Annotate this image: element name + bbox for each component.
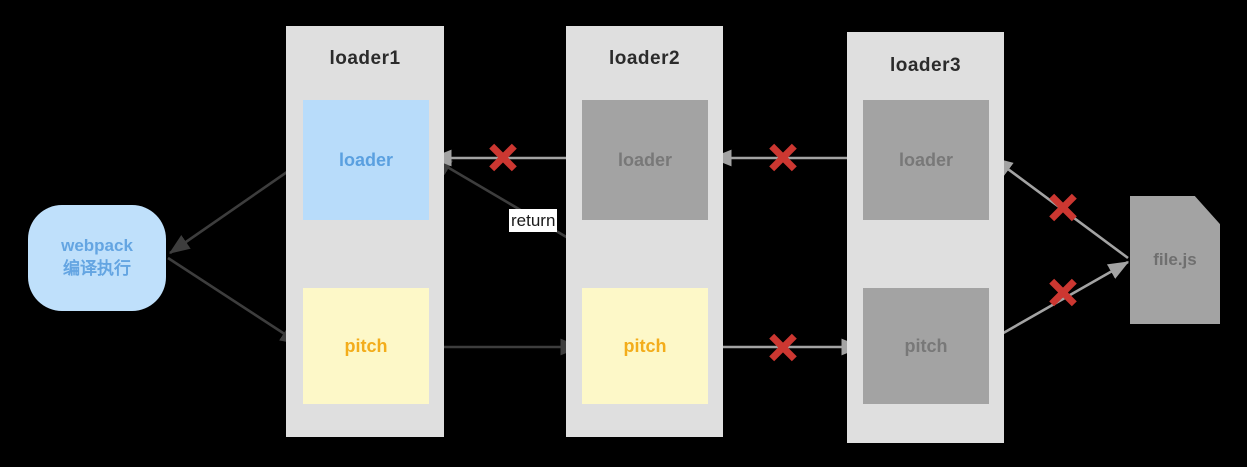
phase-box-loader3-pitch[interactable]: pitch bbox=[863, 288, 989, 404]
x-mark-loader2-to-loader1 bbox=[486, 140, 520, 174]
connector-loader3-pitch-to-file bbox=[990, 260, 1130, 342]
return-label: return bbox=[509, 209, 558, 233]
phase-box-loader2-pitch[interactable]: pitch bbox=[582, 288, 708, 404]
connector-webpack-to-loader1-pitch bbox=[167, 256, 302, 346]
webpack-node-line2: 编译执行 bbox=[63, 259, 131, 278]
connector-loader1-loader-to-webpack bbox=[168, 161, 301, 255]
file-node[interactable]: file.js bbox=[1130, 196, 1220, 324]
column-title-loader1: loader1 bbox=[329, 48, 401, 69]
x-mark-file-to-loader3-loader bbox=[1046, 190, 1080, 224]
webpack-node-line1: webpack bbox=[61, 236, 133, 256]
x-mark-loader3-to-loader2 bbox=[766, 140, 800, 174]
column-title-loader3: loader3 bbox=[889, 55, 962, 76]
phase-box-loader3-loader[interactable]: loader bbox=[863, 100, 989, 220]
phase-box-loader1-pitch[interactable]: pitch bbox=[303, 288, 429, 404]
webpack-node[interactable]: webpack 编译执行 bbox=[28, 205, 166, 311]
x-mark-loader3-pitch-to-file bbox=[1046, 275, 1080, 309]
file-node-label: file.js bbox=[1153, 250, 1197, 269]
x-mark-loader2-to-loader3-pitch bbox=[766, 330, 800, 364]
phase-box-loader1-loader[interactable]: loader bbox=[303, 100, 429, 220]
phase-box-loader2-loader[interactable]: loader bbox=[582, 100, 708, 220]
column-title-loader2: loader2 bbox=[608, 48, 681, 69]
